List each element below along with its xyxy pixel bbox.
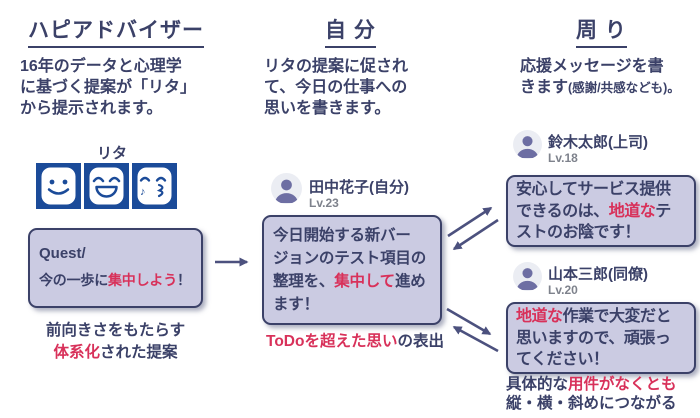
advisor-suggestion-text: Quest/今の一歩に集中しよう！ [39,245,191,288]
column-header-advisor: ハピアドバイザー [28,14,204,48]
self-profile-level: Lv.23 [309,196,339,210]
column-header-self: 自 分 [325,14,376,48]
self-description: リタの提案に促されて、今日の仕事への思いを書きます。 [264,58,409,117]
self-avatar [271,173,302,204]
smile-face-icon [36,163,81,209]
boss-message-text: 安心してサービス提供できるのは、地道なテストのお陰です！ [516,181,671,241]
self-message-text: 今日開始する新バージョンのテスト項目の整理を、集中して進めます！ [273,227,427,313]
colleague-profile-name: 山本三郎(同僚) [548,266,648,283]
advisor-description: 16年のデータと心理学に基づく提案が「リタ」から提示されます。 [20,58,197,117]
arrows-self-colleague [442,303,506,357]
colleague-message-box: 地道な作業で大変だと思いますので、頑張ってください！ [506,302,696,374]
advisor-caption: 前向きさをもたらす体系化された提案 [45,322,186,361]
colleague-avatar [513,262,542,291]
boss-profile-name: 鈴木太郎(上司) [548,134,648,151]
whistle-face-icon: ♪ [132,163,177,209]
self-caption: ToDoを超えた思いの表出 [266,333,444,350]
rita-label: リタ [97,145,128,162]
advisor-suggestion-box: Quest/今の一歩に集中しよう！ [28,228,203,308]
column-header-around: 周 り [576,14,627,48]
arrows-self-boss [442,198,506,258]
svg-text:♪: ♪ [140,186,146,198]
colleague-message-text: 地道な作業で大変だと思いますので、頑張ってください！ [516,308,672,368]
arrow-advisor-to-self [213,254,259,270]
self-message-box: 今日開始する新バージョンのテスト項目の整理を、集中して進めます！ [262,215,442,325]
colleague-profile-level: Lv.20 [548,283,578,297]
around-description: 応援メッセージを書きます(感謝/共感なども)。 [520,58,680,96]
boss-profile-level: Lv.18 [548,151,578,165]
self-profile-name: 田中花子(自分) [309,179,409,196]
boss-message-box: 安心してサービス提供できるのは、地道なテストのお陰です！ [506,175,696,247]
around-caption: 具体的な用件がなくとも縦・横・斜めにつながる [506,376,677,412]
boss-avatar [513,130,542,159]
laugh-face-icon [84,163,129,209]
